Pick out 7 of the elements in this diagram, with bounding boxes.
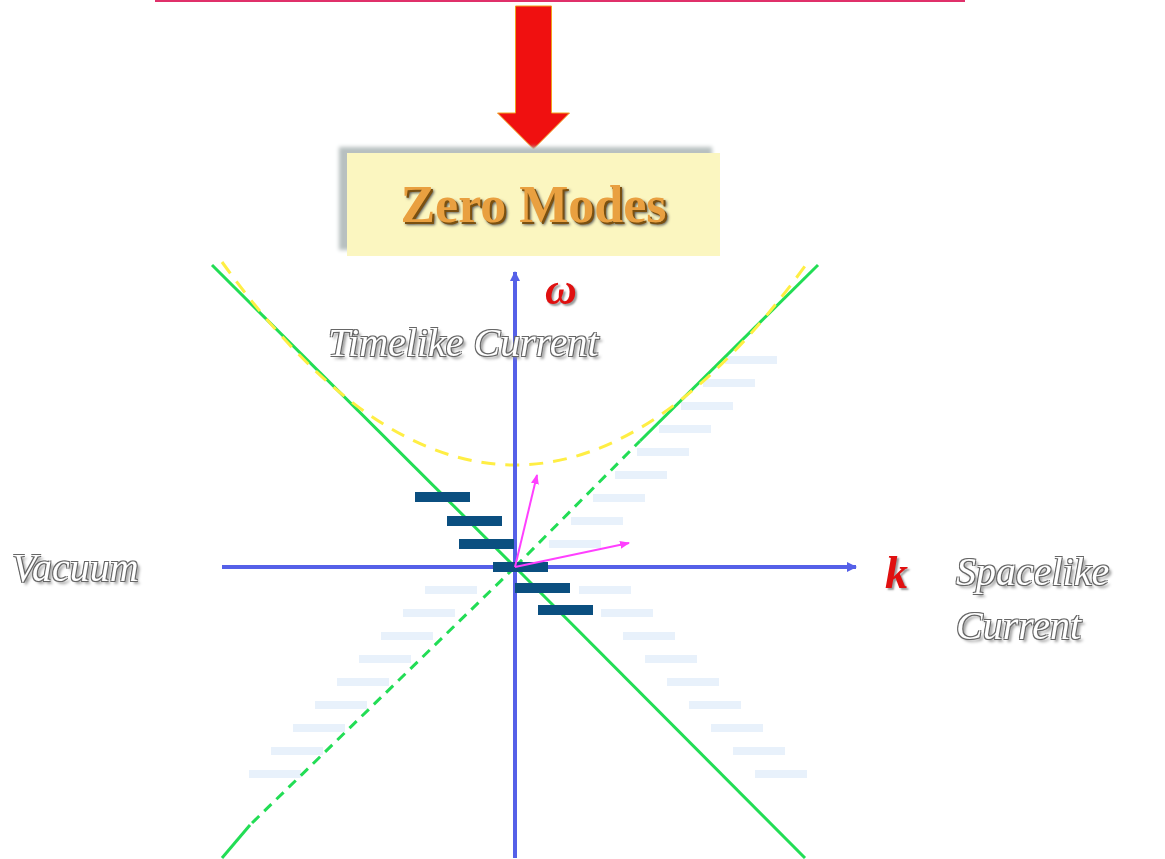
title-box [347,153,720,256]
axis-label: Spacelike Current [956,548,1113,650]
axis-label: k [885,550,909,596]
title-text: Zero Modes [400,174,667,235]
arrow [497,5,570,150]
axis-label: ω [545,268,578,312]
axis-label: Vacuum [12,548,142,588]
